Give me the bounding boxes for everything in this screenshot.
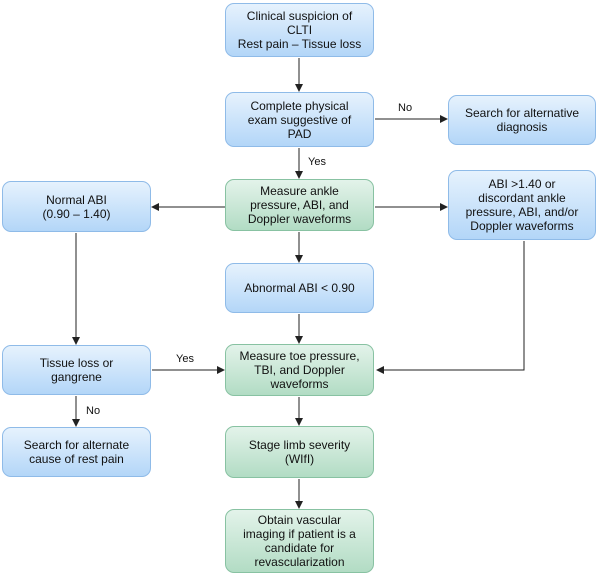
node-alternate-cause: Search for alternate cause of rest pain [2,427,151,477]
edge-label-exam-yes: Yes [308,156,326,168]
node-normal-abi: Normal ABI (0.90 – 1.40) [2,181,151,232]
node-alternative-diagnosis: Search for alternative diagnosis [448,95,596,145]
edge-label-tissue-no: No [86,405,101,417]
node-tissue-loss: Tissue loss or gangrene [2,345,151,395]
node-stage-limb-severity: Stage limb severity (WIfI) [225,426,374,478]
node-high-or-discordant-abi: ABI >1.40 or discordant ankle pressure, … [448,170,596,240]
node-vascular-imaging: Obtain vascular imaging if patient is a … [225,509,374,573]
node-physical-exam: Complete physical exam suggestive of PAD [225,92,374,147]
arrow-high-abi-to-toe-pressure [376,241,525,374]
node-clinical-suspicion: Clinical suspicion of CLTI Rest pain – T… [225,3,374,57]
edge-label-exam-no: No [398,102,413,114]
node-abnormal-abi: Abnormal ABI < 0.90 [225,263,374,313]
node-measure-ankle-pressure: Measure ankle pressure, ABI, and Doppler… [225,179,374,231]
edge-label-tissue-yes: Yes [176,353,194,365]
node-measure-toe-pressure: Measure toe pressure, TBI, and Doppler w… [225,344,374,396]
